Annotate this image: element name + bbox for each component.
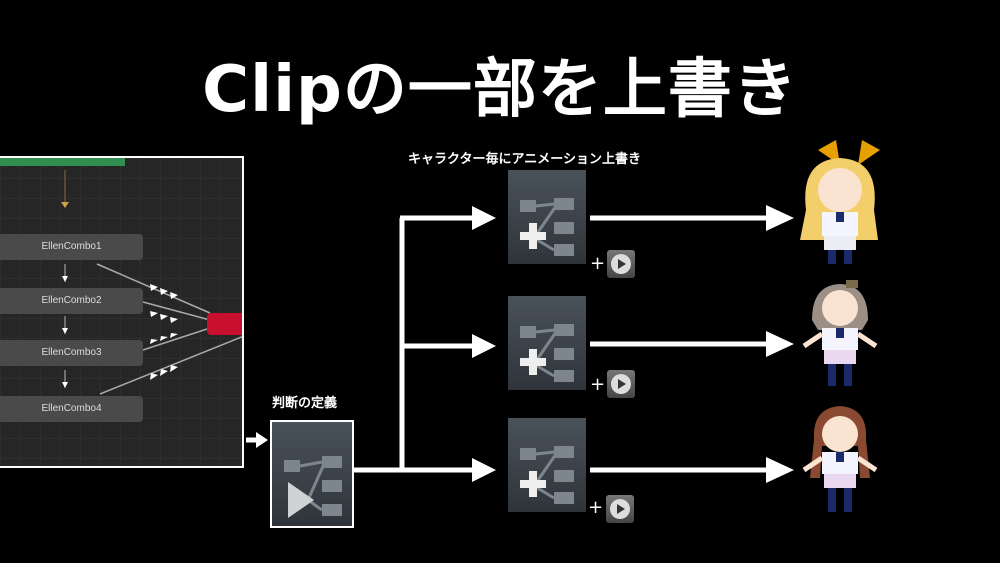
graph-node: EllenCombo3 bbox=[0, 340, 143, 366]
animator-graph: EllenCombo1 EllenCombo2 EllenCombo3 Elle… bbox=[0, 156, 244, 468]
graph-connections bbox=[61, 170, 242, 395]
plus-sign: + bbox=[590, 253, 606, 274]
judgement-definition-label: 判断の定義 bbox=[272, 396, 338, 411]
override-state-node bbox=[207, 313, 242, 335]
plus-sign: + bbox=[590, 374, 606, 395]
graph-node: EllenCombo2 bbox=[0, 288, 143, 314]
character-gray-icon bbox=[802, 280, 878, 386]
blend-tree-tile-3 bbox=[508, 418, 586, 512]
graph-node: EllenCombo4 bbox=[0, 396, 143, 422]
character-blonde-icon bbox=[800, 140, 880, 264]
character-brown-icon bbox=[802, 406, 878, 512]
plus-sign: + bbox=[588, 497, 604, 518]
play-clip-icon bbox=[606, 495, 634, 523]
graph-node: EllenCombo1 bbox=[0, 234, 143, 260]
decision-blend-icon bbox=[284, 456, 342, 518]
decision-tile bbox=[270, 420, 354, 528]
play-clip-icon bbox=[607, 250, 635, 278]
entry-state-bar bbox=[0, 158, 125, 166]
blend-tree-icon bbox=[520, 324, 574, 382]
blend-tree-tile-1 bbox=[508, 170, 586, 264]
per-character-override-label: キャラクター毎にアニメーション上書き bbox=[408, 152, 641, 167]
blend-tree-icon bbox=[520, 446, 574, 504]
slide-title: Clipの一部を上書き bbox=[202, 53, 798, 127]
blend-tree-icon bbox=[520, 198, 574, 256]
play-clip-icon bbox=[607, 370, 635, 398]
blend-tree-tile-2 bbox=[508, 296, 586, 390]
